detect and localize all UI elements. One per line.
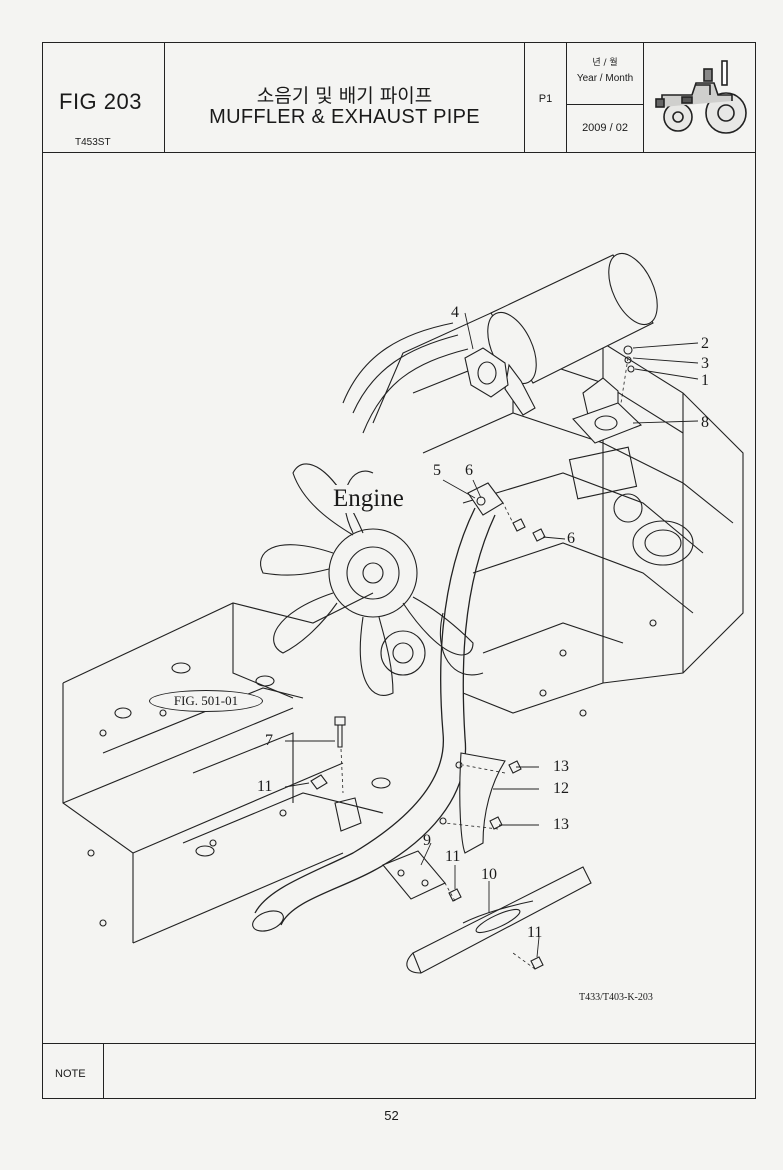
diagram-canvas [62,252,744,974]
tractor-icon [655,60,747,134]
page-code-cell: P1 [525,43,567,152]
note-content [104,1044,755,1098]
model-code: T453ST [75,137,111,148]
callout-11-mid: 11 [445,848,461,865]
header: FIG 203 T453ST 소음기 및 배기 파이프 MUFFLER & EX… [43,43,755,153]
callout-1: 1 [701,372,709,389]
engine-label: Engine [331,485,406,513]
fig-cell: FIG 203 T453ST [43,43,165,152]
callout-5: 5 [433,462,441,479]
page-code: P1 [538,93,553,105]
drawing-code: T433/T403-K-203 [579,992,653,1003]
date-label-box: 년 / 월 Year / Month [567,43,643,105]
callout-11-left: 11 [257,778,273,795]
note-label: NOTE [55,1068,86,1080]
callout-4: 4 [451,304,459,321]
figure-reference[interactable]: FIG. 501-01 [149,690,263,712]
callout-9: 9 [423,832,431,849]
callout-6-upper: 6 [465,462,473,479]
callout-6-lower: 6 [567,530,575,547]
date-cell: 년 / 월 Year / Month 2009 / 02 [567,43,644,152]
fig-number: FIG 203 [59,89,142,114]
title-english: MUFFLER & EXHAUST PIPE [209,106,480,128]
callout-13-upper: 13 [553,758,569,775]
date-value: 2009 / 02 [582,122,628,134]
note-label-cell: NOTE [43,1044,104,1098]
title-cell: 소음기 및 배기 파이프 MUFFLER & EXHAUST PIPE [165,43,525,152]
callout-10: 10 [481,866,497,883]
callout-7: 7 [265,732,273,749]
logo-cell [644,43,755,152]
page-frame: FIG 203 T453ST 소음기 및 배기 파이프 MUFFLER & EX… [42,42,756,1099]
callout-3: 3 [701,355,709,372]
page-number: 52 [384,1108,399,1123]
callout-8: 8 [701,414,709,431]
note-row: NOTE [43,1043,755,1098]
callout-2: 2 [701,335,709,352]
date-label-korean: 년 / 월 [592,58,618,68]
title-korean: 소음기 및 배기 파이프 [256,85,433,107]
callout-11-right: 11 [527,924,543,941]
callout-13-lower: 13 [553,816,569,833]
exploded-diagram: 1 2 3 4 5 6 6 7 8 9 10 11 11 11 12 13 13… [43,153,755,1043]
date-label-english: Year / Month [576,73,634,84]
callout-12: 12 [553,780,569,797]
